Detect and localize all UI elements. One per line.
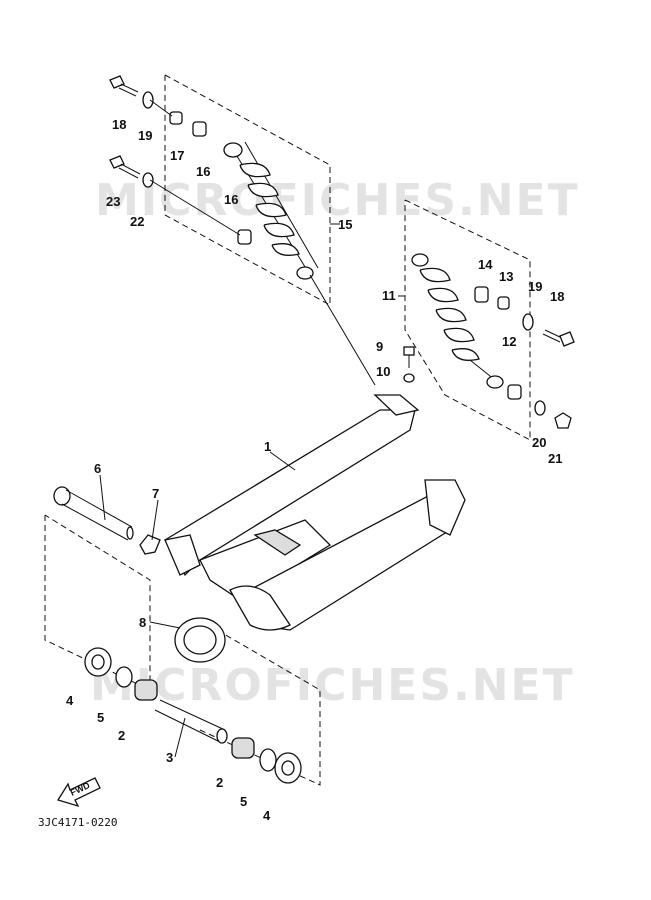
callout-17: 17 — [170, 148, 184, 163]
leader-lines — [99, 223, 405, 758]
shock-group-left-outline — [164, 74, 331, 306]
watermark-top: MICROFICHES.NET — [95, 175, 580, 226]
callout-5-right: 5 — [240, 794, 247, 809]
collar-13 — [497, 296, 510, 310]
callout-7: 7 — [152, 486, 159, 501]
callout-2-right: 2 — [216, 775, 223, 790]
callout-1: 1 — [264, 439, 271, 454]
callout-23: 23 — [106, 194, 120, 209]
rear-shock-right — [411, 253, 504, 389]
shock-group-right-outline — [404, 199, 531, 441]
bolt-23 — [109, 155, 141, 179]
nut-7 — [139, 534, 161, 555]
oil-seal-4-right — [274, 752, 302, 784]
oil-seal-4-left — [84, 647, 112, 677]
bolt-18-left — [109, 75, 139, 97]
nut-21 — [554, 412, 572, 429]
shock-mount-line — [309, 274, 376, 386]
callout-2-left: 2 — [118, 728, 125, 743]
washer-10 — [403, 373, 415, 383]
bushing-14 — [474, 286, 489, 303]
bushing-16-top — [192, 121, 207, 137]
callout-16-bottom: 16 — [224, 192, 238, 207]
washer-19-right — [522, 313, 534, 331]
callout-11: 11 — [382, 288, 396, 303]
callout-4-right: 4 — [263, 808, 271, 823]
bushing-16-bottom — [237, 229, 252, 245]
fwd-arrow: FWD — [56, 777, 101, 808]
callout-9: 9 — [376, 339, 383, 354]
callout-3: 3 — [166, 750, 173, 765]
callout-22: 22 — [130, 214, 144, 229]
bushing-12 — [507, 384, 522, 400]
washer-5-right — [259, 748, 277, 772]
cover-8 — [174, 617, 226, 663]
callout-19-right: 19 — [528, 279, 542, 294]
watermark-bottom: MICROFICHES.NET — [90, 660, 575, 711]
callout-8: 8 — [139, 615, 146, 630]
callout-5-left: 5 — [97, 710, 104, 725]
callout-12: 12 — [502, 334, 516, 349]
callout-14: 14 — [478, 257, 493, 272]
collar-3 — [154, 699, 228, 744]
callout-16-top: 16 — [196, 164, 210, 179]
callout-18-left: 18 — [112, 117, 126, 132]
leader-line-22 — [149, 179, 241, 236]
washer-22 — [142, 172, 154, 188]
collar-17 — [169, 111, 183, 125]
callout-4-left: 4 — [66, 693, 74, 708]
bolt-18-right — [542, 329, 575, 347]
bolt-9 — [403, 346, 415, 368]
callout-15: 15 — [338, 217, 352, 232]
washer-5-left — [115, 666, 133, 688]
rear-shock-left — [223, 141, 319, 280]
pivot-shaft-6 — [53, 486, 134, 541]
callout-20: 20 — [532, 435, 546, 450]
bearing-2-right — [231, 737, 255, 759]
callout-6: 6 — [94, 461, 101, 476]
bearing-2-left — [134, 679, 158, 701]
callout-10: 10 — [376, 364, 390, 379]
rear-arm — [164, 394, 466, 631]
callout-13: 13 — [499, 269, 513, 284]
washer-20 — [534, 400, 546, 416]
washer-19-left — [142, 91, 154, 109]
diagram-code: 3JC4171-0220 — [38, 816, 117, 829]
callout-19-left: 19 — [138, 128, 152, 143]
callout-21: 21 — [548, 451, 562, 466]
leader-line-19 — [149, 99, 173, 117]
callout-18-right: 18 — [550, 289, 564, 304]
callouts: 1 2 2 3 4 4 5 5 6 7 8 9 10 11 12 13 14 1… — [66, 117, 564, 823]
